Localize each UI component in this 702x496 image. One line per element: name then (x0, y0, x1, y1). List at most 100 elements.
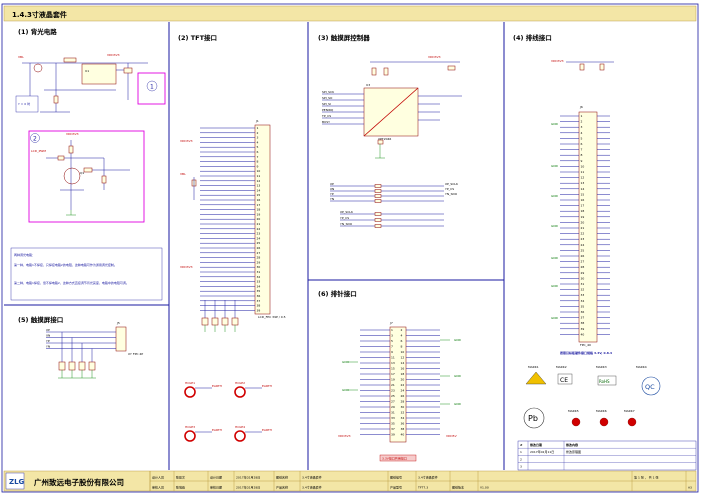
bl-note-title: 两种调光电路： (14, 252, 35, 257)
xy-ctrl-net-label: XP_SCLK (340, 210, 354, 214)
rev-cell: 3 (520, 465, 522, 469)
touch-if-label: XP (46, 328, 50, 332)
tft-pin-number: 14 (257, 188, 261, 192)
header-pin-number: 38 (401, 427, 405, 431)
touch-net-label: PENIRQ (322, 108, 334, 112)
touch-net-label: SPI_SCK (322, 90, 335, 94)
bl-rework-note: Y = 0 时 (18, 101, 30, 106)
header-pin-number: 11 (391, 356, 395, 360)
header-pin-number: 16 (401, 367, 405, 371)
bl-option-2-marker: 2 (33, 136, 37, 143)
tft-pin-number: 10 (257, 169, 261, 173)
tb-cell: 2017年02月28日 (236, 485, 260, 490)
header-pin-number: 23 (391, 389, 395, 393)
tft-pin-number: 38 (257, 304, 261, 308)
row-pin-number: 25 (581, 248, 585, 252)
row-pin-number: 2 (581, 120, 583, 124)
header-pin-number: 27 (391, 400, 395, 404)
header-pin-number: 6 (401, 339, 403, 343)
rev-cell: 修改日期 (529, 442, 542, 447)
tb-cell: 产品型号 (390, 485, 402, 490)
row-pin-number: 15 (581, 192, 585, 196)
row-pin-number: 14 (581, 187, 585, 191)
row-pin-number: 11 (581, 170, 585, 174)
xy-ctrl-net-label: YP_CS (340, 216, 349, 220)
row-pin-number: 6 (581, 142, 583, 146)
tft-pin-number: 17 (257, 203, 261, 207)
tft-pin-number: 4 (257, 140, 259, 144)
tb-cell: V1.00 (480, 486, 489, 490)
tb-cell: 3.4寸液晶套件 (418, 475, 438, 480)
tft-vdd2-label: VDD3V3 (180, 265, 193, 269)
xy-ctrl-net-label: YN_SDO (340, 222, 353, 226)
tb-cell: 设计人员 (152, 475, 164, 480)
tft-pin-number: 8 (257, 160, 259, 164)
header-pin-number: 17 (391, 372, 395, 376)
header-pin-number: 14 (401, 361, 405, 365)
header-gnd-label: GND (454, 402, 462, 406)
bl-vdd2-label: VDD3V3 (66, 132, 79, 136)
header-pin-number: 37 (391, 427, 395, 431)
tft-pin-number: 36 (257, 294, 261, 298)
row-pin-number: 16 (581, 198, 585, 202)
bl-note-line2: 第二种，电路1焊接，但不焊电路2，这种方式直接调节背光亮度，电路中的电阻可调。 (14, 280, 129, 285)
tft-pin-number: 27 (257, 251, 261, 255)
badge-pb: Pb (528, 414, 538, 423)
touch-if-cap (88, 361, 96, 371)
bl-pwm-label: LCD_PWM (31, 149, 46, 153)
section-title-touch-if: (5) 触摸屏接口 (18, 315, 63, 324)
header-pin-number: 36 (401, 422, 405, 426)
row-pin-number: 24 (581, 243, 585, 247)
tft-vbl-label: VBL (180, 172, 186, 176)
header-pin-number: 31 (391, 411, 395, 415)
row-pin-number: 18 (581, 209, 585, 213)
fiducial-mark (599, 417, 609, 427)
badge-rohs: RoHS (599, 379, 610, 384)
section-title-tft: (2) TFT接口 (178, 33, 217, 42)
tft-pin-number: 35 (257, 289, 261, 293)
hole-earth-label: EARTH (262, 428, 272, 432)
tft-pin-number: 20 (257, 217, 261, 221)
touch-if-label: XN (46, 334, 50, 338)
row-pin-number: 33 (581, 293, 585, 297)
row-pin-number: 34 (581, 299, 585, 303)
touch-if-cap (58, 361, 66, 371)
header-pin-number: 30 (401, 405, 405, 409)
xy-series-resistor (374, 189, 382, 193)
tft-conn-ref: J1 (255, 119, 259, 123)
touch-fpc-desc: XY FPC 4P (128, 352, 143, 356)
tb-cell: 审核人员 (152, 485, 164, 490)
row-gnd-label: GND (551, 194, 559, 198)
bl-transistor-ref: Q1 (80, 171, 84, 175)
header-pin-number: 32 (401, 411, 405, 415)
row-pin-number: 5 (581, 136, 583, 140)
header-gnd-label: GND (454, 338, 462, 342)
mounting-hole-label: HOLE1 (185, 381, 195, 385)
tft-pin-number: 21 (257, 222, 261, 226)
row-pin-number: 20 (581, 220, 585, 224)
touch-fpc-ref: J5 (116, 321, 120, 325)
row-pin-number: 12 (581, 176, 585, 180)
rev-cell: 2 (520, 457, 522, 461)
header-gnd-label: GND (454, 374, 462, 378)
tb-cell: 3.4寸液晶套件 (302, 485, 322, 490)
touch-vdd-label: VDD3V3 (428, 55, 441, 59)
row-gnd-label: GND (551, 256, 559, 260)
header-pin-number: 20 (401, 378, 405, 382)
mounting-hole (234, 386, 246, 398)
touch-if-caps (58, 332, 96, 379)
header-pin-number: 10 (401, 350, 405, 354)
touch-if-label: YN (46, 345, 50, 349)
row-pin-number: 40 (581, 332, 585, 336)
mark-label: MARK3 (596, 365, 607, 369)
pin-header-vdd: VDD3V3 (338, 434, 351, 438)
section-title-backlight: (1) 背光电路 (18, 27, 57, 36)
row-pin-number: 26 (581, 254, 585, 258)
row-pin-number: 19 (581, 215, 585, 219)
row-pin-number: 37 (581, 316, 585, 320)
